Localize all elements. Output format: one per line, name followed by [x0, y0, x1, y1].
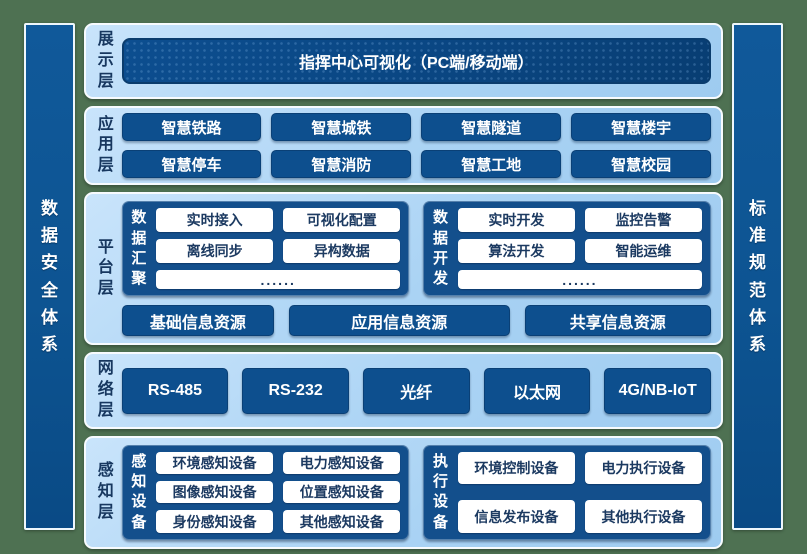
platform-resources-row: 基础信息资源 应用信息资源 共享信息资源	[121, 305, 711, 337]
app-chip-smart-campus: 智慧校园	[571, 150, 712, 179]
app-chip-smart-building: 智慧楼宇	[571, 113, 712, 142]
net-chip-4g-nbiot: 4G/NB-IoT	[604, 367, 712, 414]
group-data-development-grid: 实时开发 监控告警 算法开发 智能运维 ......	[457, 208, 702, 290]
wchip-env-control: 环境控制设备	[457, 451, 575, 485]
iot-architecture-diagram: 数据安全体系 展示层 指挥中心可视化（PC端/移动端） 应用层 智慧铁路 智慧城…	[24, 23, 783, 549]
layer-platform-body: 数据汇聚 实时接入 可视化配置 离线同步 异构数据 ...... 数据开发 实时…	[121, 199, 711, 338]
wchip-info-publishing: 信息发布设备	[457, 500, 575, 533]
command-center-visualization-bar: 指挥中心可视化（PC端/移动端）	[121, 38, 711, 85]
wchip-realtime-ingest: 实时接入	[156, 208, 274, 233]
group-actuator-devices-label: 执行设备	[433, 452, 449, 531]
wchip-heterogeneous-data: 异构数据	[283, 239, 401, 263]
layer-network-body: RS-485 RS-232 光纤 以太网 4G/NB-IoT	[121, 359, 712, 421]
app-chip-smart-tunnel: 智慧隧道	[421, 113, 562, 142]
group-data-aggregation: 数据汇聚 实时接入 可视化配置 离线同步 异构数据 ......	[121, 201, 410, 297]
net-chip-rs485: RS-485	[121, 367, 229, 414]
group-actuator-devices-grid: 环境控制设备 电力执行设备 信息发布设备 其他执行设备	[457, 451, 702, 533]
layer-network-label: 网络层	[97, 360, 114, 419]
group-sensing-devices-grid: 环境感知设备 电力感知设备 图像感知设备 位置感知设备 身份感知设备 其他感知设…	[156, 451, 401, 533]
wchip-location-sensing: 位置感知设备	[283, 481, 401, 504]
pillar-standards-label: 标准规范体系	[749, 198, 766, 354]
layer-perception-body: 感知设备 环境感知设备 电力感知设备 图像感知设备 位置感知设备 身份感知设备 …	[121, 443, 711, 542]
layer-network: 网络层 RS-485 RS-232 光纤 以太网 4G/NB-IoT	[84, 352, 723, 429]
chip-application-info-resource: 应用信息资源	[289, 305, 510, 337]
net-chip-rs232: RS-232	[242, 367, 349, 414]
pillar-data-security-label: 数据安全体系	[41, 198, 58, 354]
layer-platform-label: 平台层	[97, 238, 114, 298]
group-actuator-devices: 执行设备 环境控制设备 电力执行设备 信息发布设备 其他执行设备	[423, 444, 711, 540]
layer-application-label: 应用层	[97, 115, 114, 175]
wchip-realtime-dev: 实时开发	[457, 208, 575, 233]
wchip-offline-sync: 离线同步	[156, 239, 274, 263]
layer-application: 应用层 智慧铁路 智慧城铁 智慧隧道 智慧楼宇 智慧停车 智慧消防 智慧工地 智…	[84, 106, 723, 186]
group-sensing-devices-label: 感知设备	[131, 452, 147, 531]
wchip-power-actuator: 电力执行设备	[584, 451, 702, 485]
layer-perception-label: 感知层	[97, 462, 114, 521]
pillar-data-security: 数据安全体系	[24, 23, 75, 530]
net-chip-fiber: 光纤	[362, 367, 470, 414]
app-chip-smart-firefighting: 智慧消防	[271, 150, 412, 179]
wchip-env-sensing: 环境感知设备	[156, 451, 274, 475]
wchip-intelligent-ops: 智能运维	[584, 239, 702, 263]
wchip-visual-config: 可视化配置	[283, 208, 401, 233]
wchip-development-more: ......	[457, 269, 702, 290]
layer-display-label: 展示层	[97, 31, 114, 90]
layer-platform: 平台层 数据汇聚 实时接入 可视化配置 离线同步 异构数据 ......	[84, 192, 723, 346]
app-chip-smart-metro: 智慧城铁	[271, 113, 412, 142]
platform-groups: 数据汇聚 实时接入 可视化配置 离线同步 异构数据 ...... 数据开发 实时…	[121, 201, 711, 297]
net-chip-ethernet: 以太网	[483, 367, 591, 414]
group-data-aggregation-grid: 实时接入 可视化配置 离线同步 异构数据 ......	[156, 208, 401, 290]
chip-shared-info-resource: 共享信息资源	[524, 305, 711, 337]
layer-stack: 展示层 指挥中心可视化（PC端/移动端） 应用层 智慧铁路 智慧城铁 智慧隧道 …	[84, 23, 723, 549]
app-chip-smart-railway: 智慧铁路	[121, 113, 262, 142]
wchip-other-sensing: 其他感知设备	[283, 510, 401, 533]
application-row-2: 智慧停车 智慧消防 智慧工地 智慧校园	[121, 150, 712, 179]
group-data-development-label: 数据开发	[433, 209, 449, 288]
wchip-aggregation-more: ......	[156, 269, 401, 290]
layer-display-body: 指挥中心可视化（PC端/移动端）	[121, 30, 711, 92]
layer-perception: 感知层 感知设备 环境感知设备 电力感知设备 图像感知设备 位置感知设备 身份感…	[84, 435, 723, 549]
wchip-other-actuator: 其他执行设备	[584, 500, 702, 533]
group-data-development: 数据开发 实时开发 监控告警 算法开发 智能运维 ......	[423, 201, 711, 297]
layer-display: 展示层 指挥中心可视化（PC端/移动端）	[84, 23, 723, 100]
wchip-monitor-alert: 监控告警	[584, 208, 702, 233]
wchip-image-sensing: 图像感知设备	[156, 481, 274, 504]
wchip-power-sensing: 电力感知设备	[283, 451, 401, 475]
group-sensing-devices: 感知设备 环境感知设备 电力感知设备 图像感知设备 位置感知设备 身份感知设备 …	[121, 444, 410, 540]
application-row-1: 智慧铁路 智慧城铁 智慧隧道 智慧楼宇	[121, 113, 712, 142]
app-chip-smart-parking: 智慧停车	[121, 150, 262, 179]
layer-application-body: 智慧铁路 智慧城铁 智慧隧道 智慧楼宇 智慧停车 智慧消防 智慧工地 智慧校园	[121, 113, 712, 179]
wchip-identity-sensing: 身份感知设备	[156, 510, 274, 533]
wchip-algorithm-dev: 算法开发	[457, 239, 575, 263]
group-data-aggregation-label: 数据汇聚	[131, 209, 147, 288]
pillar-standards: 标准规范体系	[732, 23, 783, 530]
chip-basic-info-resource: 基础信息资源	[121, 305, 275, 337]
app-chip-smart-worksite: 智慧工地	[421, 150, 562, 179]
